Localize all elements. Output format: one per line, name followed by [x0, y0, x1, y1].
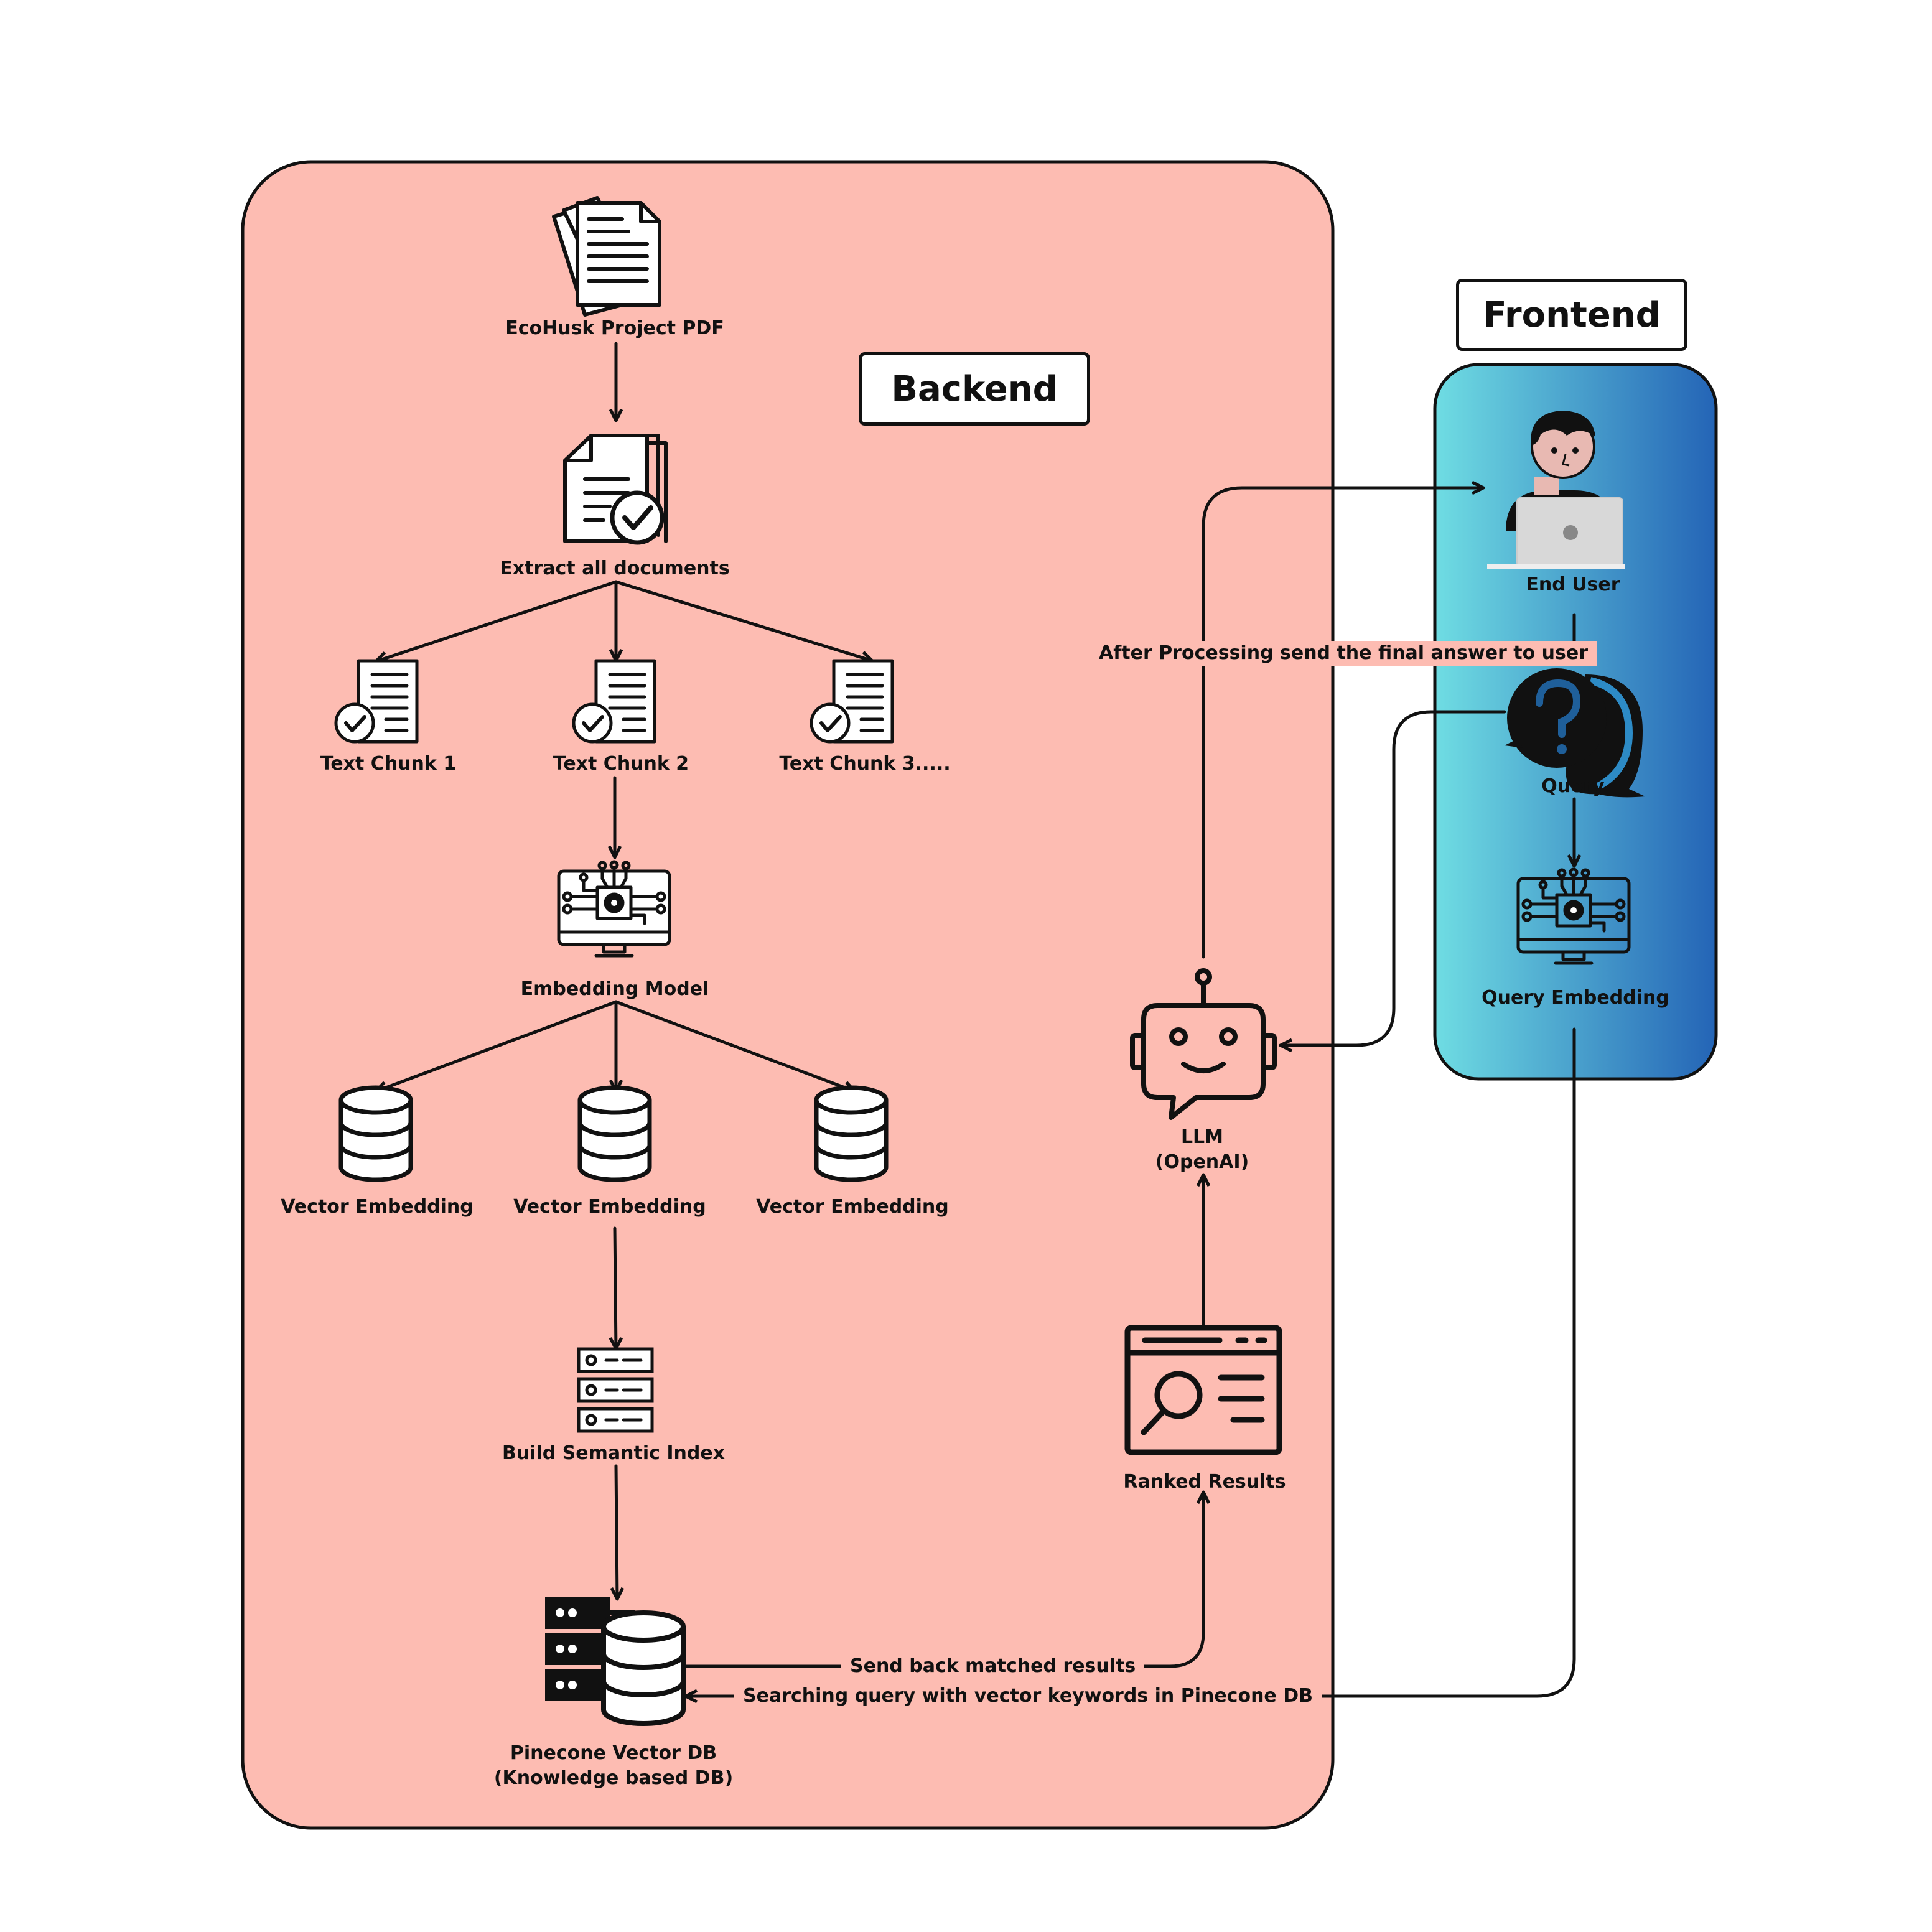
pinecone-label: Pinecone Vector DB (Knowledge based DB)	[493, 1742, 734, 1789]
arrow-llm-enduser	[1202, 488, 1485, 959]
arrow-vector-index	[615, 1226, 616, 1351]
person-laptop-icon	[1487, 411, 1625, 569]
arrow-index-pinecone	[616, 1464, 617, 1601]
query-label: Query	[1541, 775, 1605, 797]
database-icon	[814, 1085, 889, 1182]
llm-label: LLM (OpenAI)	[1155, 1126, 1249, 1173]
arrow-embedding-vector1	[374, 1000, 618, 1091]
backend-container	[241, 160, 1335, 1830]
send-back-label: Send back matched results	[841, 1654, 1145, 1679]
connectors	[374, 342, 1576, 1696]
document-check-icon	[810, 659, 894, 744]
query-embedding-label: Query Embedding	[1482, 987, 1669, 1009]
pdf-label: EcoHusk Project PDF	[505, 317, 724, 339]
chunk-icons	[334, 659, 894, 744]
document-check-icon	[334, 659, 419, 744]
backend-title: Backend	[859, 352, 1090, 426]
frontend-title: Frontend	[1456, 279, 1687, 351]
question-chat-icon	[1505, 668, 1645, 798]
searching-label: Searching query with vector keywords in …	[734, 1684, 1322, 1709]
extract-label: Extract all documents	[500, 558, 730, 579]
embedding-model-label: Embedding Model	[520, 978, 709, 1000]
semantic-index-label: Build Semantic Index	[502, 1442, 726, 1464]
after-processing-label: After Processing send the final answer t…	[1090, 641, 1597, 666]
database-icon	[577, 1085, 652, 1182]
ai-chip-monitor-icon	[557, 860, 671, 958]
chatbot-icon	[1130, 968, 1277, 1120]
vector3-label: Vector Embedding	[756, 1196, 949, 1218]
document-check-icon	[572, 659, 656, 744]
server-database-icon	[545, 1597, 686, 1726]
vector2-label: Vector Embedding	[513, 1196, 706, 1218]
server-rack-icon	[577, 1347, 654, 1433]
document-check-icon	[563, 434, 668, 545]
database-icon	[338, 1085, 413, 1182]
chunk2-label: Text Chunk 2	[553, 753, 689, 775]
arrow-extract-chunk3	[614, 580, 874, 661]
search-results-icon	[1124, 1325, 1282, 1455]
arrow-pinecone-ranked	[684, 1490, 1203, 1668]
arrow-embedding-vector3	[614, 1000, 857, 1091]
end-user-label: End User	[1526, 574, 1620, 595]
chunk3-label: Text Chunk 3.....	[779, 753, 951, 775]
documents-stack-icon	[552, 196, 661, 317]
vector1-label: Vector Embedding	[281, 1196, 474, 1218]
chunk1-label: Text Chunk 1	[320, 753, 457, 775]
arrow-queryembedding-pinecone	[684, 1027, 1576, 1696]
vector-icons	[338, 1085, 889, 1182]
arrow-extract-chunk1	[374, 580, 618, 661]
ai-chip-monitor-icon	[1516, 867, 1631, 965]
arrow-query-llm	[1279, 710, 1506, 1045]
ranked-results-label: Ranked Results	[1123, 1471, 1286, 1493]
